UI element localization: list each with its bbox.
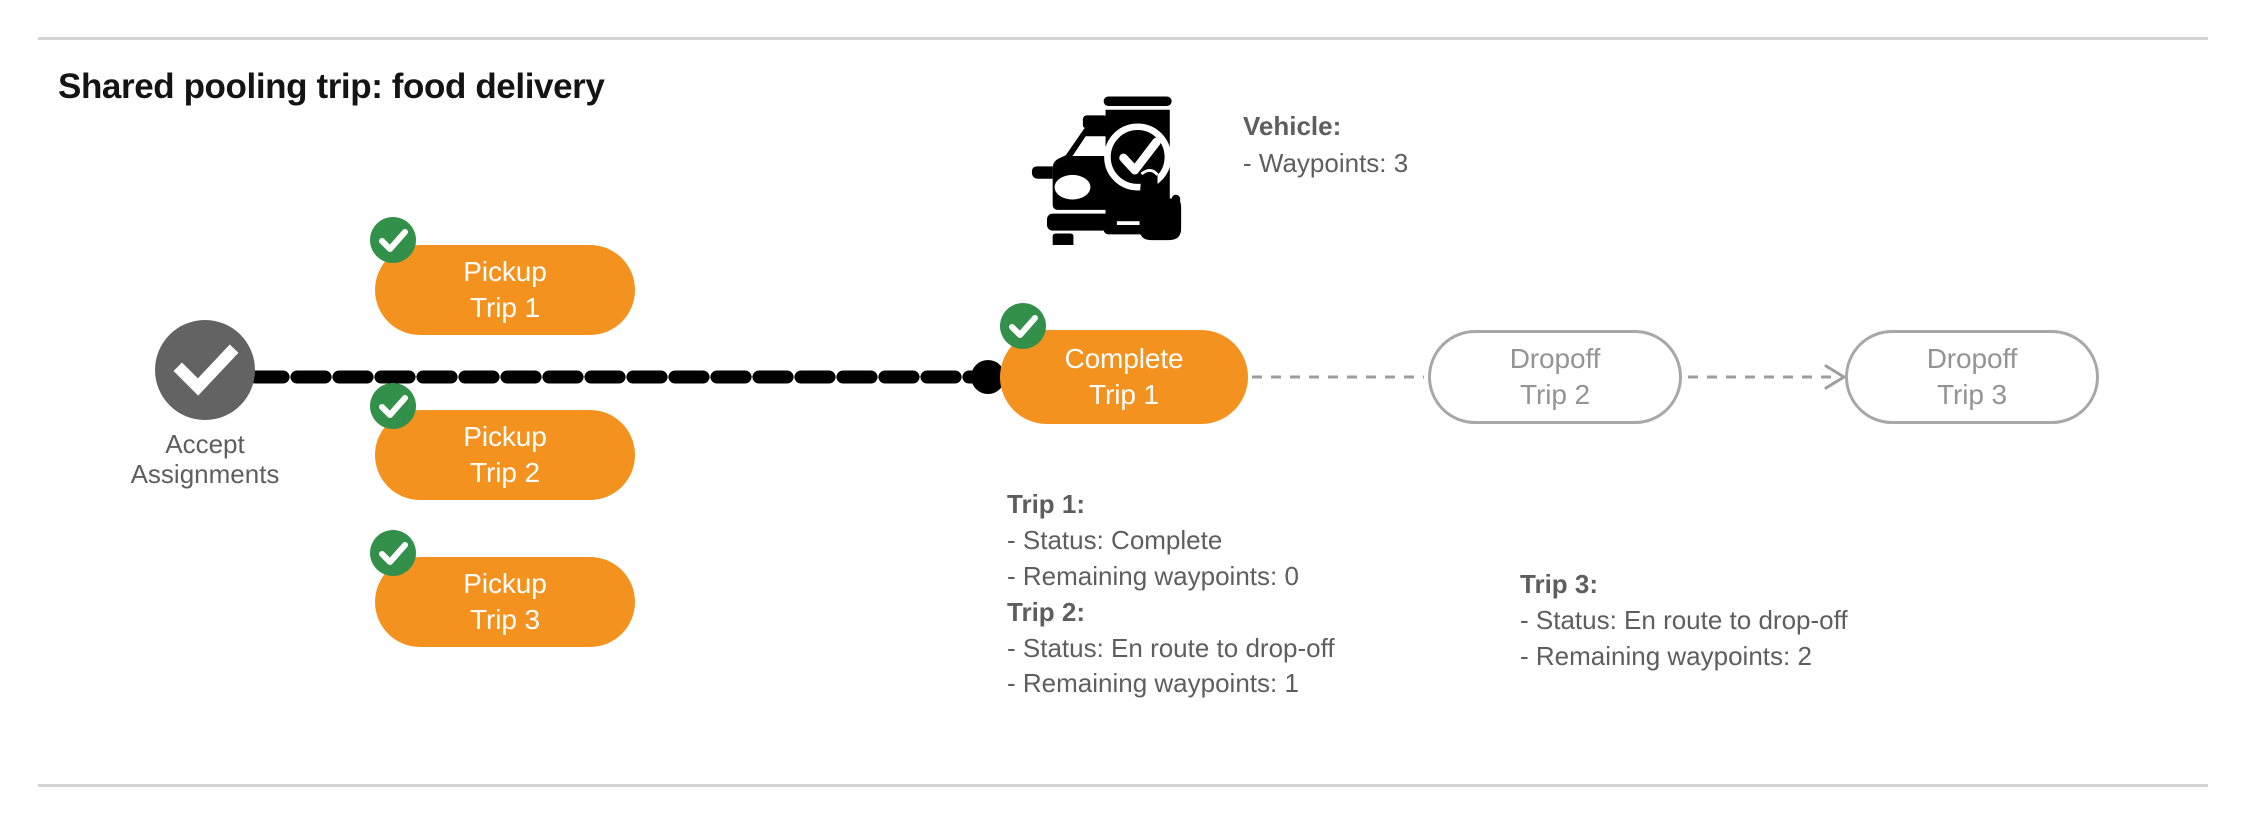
trip1-heading-colon: : [1076,489,1086,519]
trip2-heading: Trip 2 [1007,596,1077,627]
accept-label-line1: Accept [165,429,245,459]
vehicle-heading-colon: : [1332,111,1342,141]
trip3-heading-colon: : [1589,569,1599,599]
node-complete-trip-1-line2: Trip 1 [1089,379,1159,410]
vehicle-info-block: Vehicle: - Waypoints: 3 [1243,108,1408,182]
check-badge-icon-complete-1 [1000,303,1046,349]
check-badge-icon-pickup-2 [370,383,416,429]
node-accept-assignments[interactable]: Accept Assignments [131,320,279,488]
trip3-waypoints-line: - Remaining waypoints: 2 [1520,640,1812,671]
node-pickup-trip-1[interactable]: Pickup Trip 1 [375,245,635,335]
trip3-status-line: - Status: En route to drop-off [1520,604,1848,635]
node-pickup-trip-1-line1: Pickup [463,256,547,288]
trip1-waypoints-line: - Remaining waypoints: 0 [1007,560,1299,591]
page-title: Shared pooling trip: food delivery [58,67,605,106]
check-circle-icon [155,320,255,420]
node-dropoff-trip-2-line2: Trip 2 [1520,379,1590,410]
node-pickup-trip-3[interactable]: Pickup Trip 3 [375,557,635,647]
trip2-waypoints-line: - Remaining waypoints: 1 [1007,668,1299,699]
vehicle-waypoints-line: - Waypoints: 3 [1243,147,1409,178]
bottom-divider [38,784,2208,787]
check-badge-icon-pickup-3 [370,530,416,576]
node-pickup-trip-2[interactable]: Pickup Trip 2 [375,410,635,500]
accept-label-line2: Assignments [130,458,280,489]
trip1-heading: Trip 1 [1007,489,1077,519]
node-dropoff-trip-2[interactable]: Dropoff Trip 2 [1428,330,1682,424]
node-complete-trip-1-line1: Complete [1064,343,1184,375]
node-pickup-trip-2-line1: Pickup [463,421,547,453]
trip1-status-line: - Status: Complete [1007,524,1223,555]
node-pickup-trip-1-line2: Trip 1 [470,292,540,323]
node-complete-trip-1[interactable]: Complete Trip 1 [1000,330,1248,424]
node-accept-assignments-label: Accept Assignments [97,429,313,489]
node-pickup-trip-2-line2: Trip 2 [470,457,540,488]
node-dropoff-trip-3-line2: Trip 3 [1937,379,2007,410]
arrowhead-icon [1824,364,1846,390]
top-divider [38,37,2208,40]
trip2-heading-colon: : [1076,596,1086,627]
trip-info-right-block: Trip 3: - Status: En route to drop-off -… [1520,567,1848,675]
check-badge-icon-pickup-1 [370,217,416,263]
node-dropoff-trip-2-line1: Dropoff [1509,343,1601,375]
node-dropoff-trip-3[interactable]: Dropoff Trip 3 [1845,330,2099,424]
car-phone-check-icon [1030,85,1200,247]
node-pickup-trip-3-line1: Pickup [463,568,547,600]
node-dropoff-trip-3-line1: Dropoff [1926,343,2018,375]
trip2-status-line: - Status: En route to drop-off [1007,632,1335,663]
node-pickup-trip-3-line2: Trip 3 [470,604,540,635]
trip3-heading: Trip 3 [1520,569,1590,599]
vehicle-heading: Vehicle [1243,111,1333,141]
trip-info-left-block: Trip 1: - Status: Complete - Remaining w… [1007,487,1335,702]
